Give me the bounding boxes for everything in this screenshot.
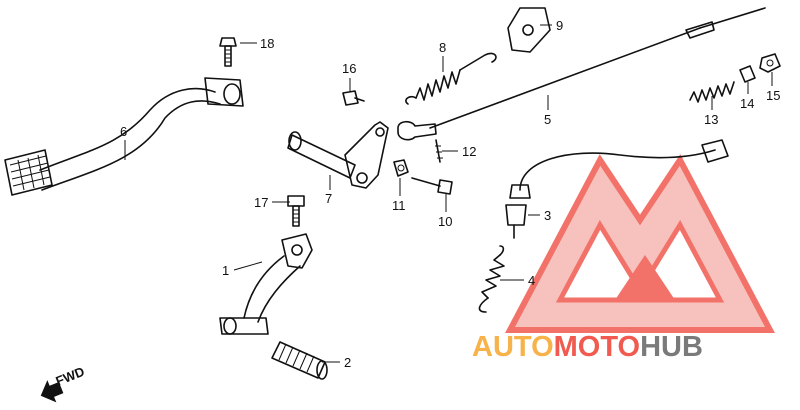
collar-14 — [739, 65, 756, 83]
callout-7: 7 — [325, 191, 332, 206]
callout-1: 1 — [222, 263, 229, 278]
spring-8 — [405, 52, 497, 105]
brake-arm-shaft-7 — [287, 121, 389, 189]
watermark-logo — [505, 154, 775, 333]
brake-pedal-arm — [4, 77, 244, 196]
callout-16: 16 — [342, 61, 356, 76]
bolt-17 — [287, 195, 305, 227]
callout-11: 11 — [392, 198, 406, 213]
callout-9: 9 — [556, 18, 563, 33]
bracket-9 — [507, 7, 551, 53]
forward-direction-marker: FWD — [40, 364, 87, 403]
footpeg-rubber-2 — [271, 341, 328, 380]
pedal-bracket-1 — [219, 233, 313, 335]
watermark-text: AUTOMOTOHUB — [472, 331, 703, 363]
spring-13 — [689, 81, 735, 103]
callout-8: 8 — [439, 40, 446, 55]
callout-5: 5 — [544, 112, 551, 127]
leader-lines — [124, 24, 773, 363]
fwd-label: FWD — [54, 364, 87, 389]
callout-15: 15 — [766, 88, 780, 103]
pin-12 — [435, 139, 443, 163]
callout-14: 14 — [740, 96, 754, 111]
callout-13: 13 — [704, 112, 718, 127]
nut-11 — [393, 159, 409, 177]
callout-6: 6 — [120, 124, 127, 139]
callout-12: 12 — [462, 144, 476, 159]
nut-15 — [759, 53, 781, 73]
callout-2: 2 — [344, 355, 351, 370]
callout-4: 4 — [528, 273, 535, 288]
stop-switch-3 — [505, 139, 729, 239]
bolt-10 — [411, 177, 453, 195]
callout-labels: 18 6 16 8 9 5 13 14 15 12 7 11 10 3 4 17… — [120, 18, 780, 370]
callout-17: 17 — [254, 195, 268, 210]
brake-rod-5 — [397, 7, 766, 141]
watermark-text-auto: AUTO — [472, 331, 554, 363]
watermark-text-moto: MOTO — [554, 331, 640, 363]
callout-18: 18 — [260, 36, 274, 51]
bolt-16 — [342, 90, 365, 106]
callout-3: 3 — [544, 208, 551, 223]
callout-10: 10 — [438, 214, 452, 229]
bolt-18 — [219, 37, 237, 67]
watermark-text-hub: HUB — [640, 331, 703, 363]
switch-spring-4 — [478, 245, 505, 313]
